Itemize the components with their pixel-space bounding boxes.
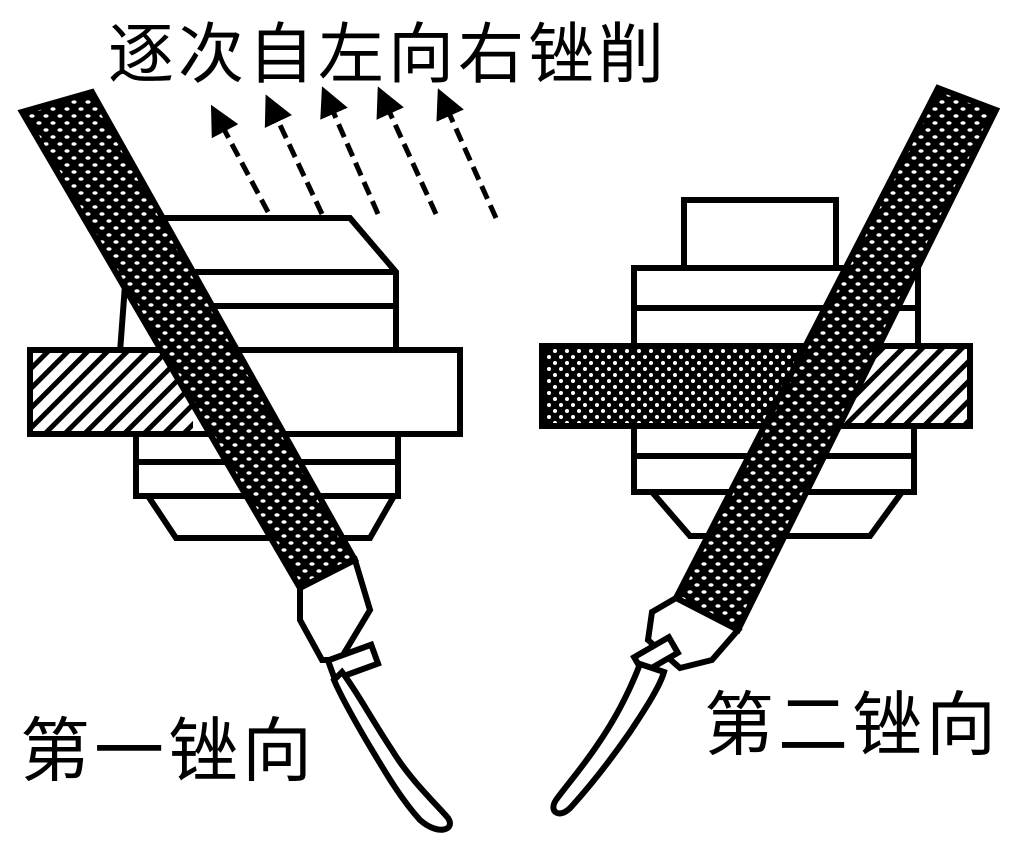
arrow-icon xyxy=(376,86,439,216)
label-second-direction: 第二锉向 xyxy=(704,684,1000,766)
right-vise-jaw xyxy=(539,343,973,429)
arrow-icon xyxy=(436,88,499,220)
right-assembly xyxy=(539,84,1001,817)
left-file-icon xyxy=(17,88,453,833)
right-file-icon xyxy=(550,84,1001,817)
diagram-title: 逐次自左向右锉削 xyxy=(108,16,668,93)
arrow-icon xyxy=(264,94,325,216)
arrow-icon xyxy=(210,104,271,214)
left-assembly xyxy=(17,86,499,833)
arrow-icon xyxy=(320,86,381,216)
label-first-direction: 第一锉向 xyxy=(20,710,316,792)
direction-arrows xyxy=(210,86,499,220)
